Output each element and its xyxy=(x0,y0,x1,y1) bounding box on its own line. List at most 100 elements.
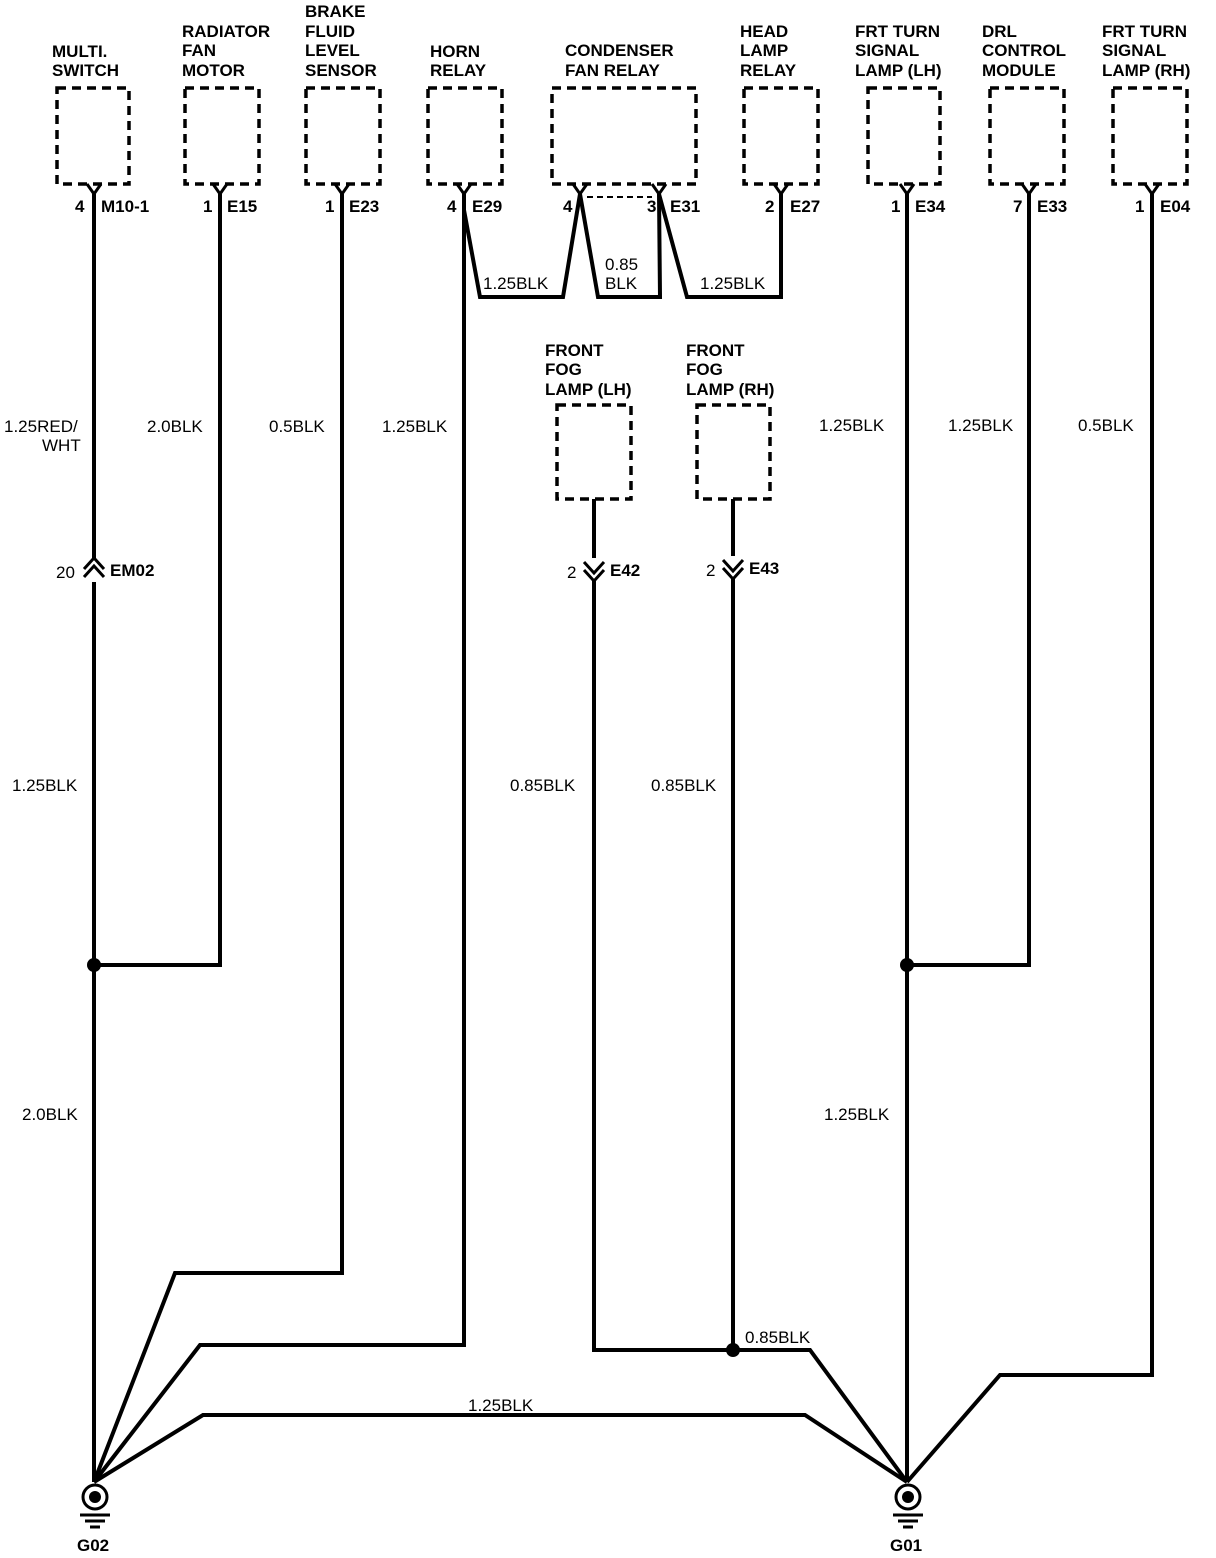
e43-pin: 2 xyxy=(706,561,715,580)
svg-text:4: 4 xyxy=(75,197,85,216)
svg-text:LAMP (LH): LAMP (LH) xyxy=(855,61,942,80)
wire-cross-ground xyxy=(92,1413,909,1484)
e43-label: E43 xyxy=(749,559,779,578)
wire-fog-join-to-g01 xyxy=(733,1348,909,1484)
svg-text:LAMP (RH): LAMP (RH) xyxy=(686,380,774,399)
svg-text:SENSOR: SENSOR xyxy=(305,61,377,80)
em02-pin: 20 xyxy=(56,563,75,582)
svg-text:SIGNAL: SIGNAL xyxy=(1102,41,1166,60)
svg-text:SWITCH: SWITCH xyxy=(52,61,119,80)
splice-left xyxy=(87,958,101,972)
wire-drl-module xyxy=(907,194,1031,967)
svg-text:M10-1: M10-1 xyxy=(101,197,149,216)
svg-text:FAN RELAY: FAN RELAY xyxy=(565,61,660,80)
svg-text:RADIATOR: RADIATOR xyxy=(182,22,270,41)
svg-text:0.85BLK: 0.85BLK xyxy=(510,776,576,795)
condenser-fan-relay-box xyxy=(550,86,698,186)
svg-text:MOTOR: MOTOR xyxy=(182,61,245,80)
radiator-fan-motor-box xyxy=(183,86,261,186)
svg-text:7: 7 xyxy=(1013,197,1022,216)
frt-turn-lh-header: FRT TURN SIGNAL LAMP (LH) xyxy=(855,22,942,80)
svg-text:0.85BLK: 0.85BLK xyxy=(745,1328,811,1347)
e42-label: E42 xyxy=(610,561,640,580)
frt-turn-rh-header: FRT TURN SIGNAL LAMP (RH) xyxy=(1102,22,1190,80)
wire-horn-relay xyxy=(92,194,466,1484)
brake-fluid-sensor-header: BRAKE FLUID LEVEL SENSOR xyxy=(305,2,377,80)
svg-text:HEAD: HEAD xyxy=(740,22,788,41)
wire-fog-lh-lower xyxy=(592,581,733,1352)
head-lamp-relay-header: HEAD LAMP RELAY xyxy=(740,22,797,80)
pin-labels: 4 M10-1 1 E15 1 E23 4 E29 4 3 E31 2 E27 … xyxy=(75,197,1191,216)
svg-text:FRT TURN: FRT TURN xyxy=(1102,22,1187,41)
wire-jumper-left xyxy=(462,193,582,299)
radiator-fan-motor-header: RADIATOR FAN MOTOR xyxy=(182,22,270,80)
wire-jumper-middle xyxy=(578,193,663,299)
wire-frt-turn-rh xyxy=(905,194,1154,1484)
wire-radiator-fan xyxy=(94,194,222,967)
ground-label-g01: G01 xyxy=(890,1536,922,1555)
svg-text:FRT TURN: FRT TURN xyxy=(855,22,940,41)
multi-switch-box xyxy=(55,86,131,186)
svg-text:E29: E29 xyxy=(472,197,502,216)
svg-text:FOG: FOG xyxy=(545,360,582,379)
svg-text:CONTROL: CONTROL xyxy=(982,41,1066,60)
svg-text:0.5BLK: 0.5BLK xyxy=(269,417,325,436)
front-fog-lh-box xyxy=(555,403,633,501)
svg-text:MODULE: MODULE xyxy=(982,61,1056,80)
svg-text:1.25BLK: 1.25BLK xyxy=(819,416,885,435)
front-fog-rh-header: FRONT FOG LAMP (RH) xyxy=(686,341,774,399)
svg-text:2.0BLK: 2.0BLK xyxy=(147,417,203,436)
svg-text:E27: E27 xyxy=(790,197,820,216)
condenser-fan-relay-header: CONDENSER FAN RELAY xyxy=(565,41,674,80)
svg-text:RELAY: RELAY xyxy=(740,61,797,80)
svg-text:1: 1 xyxy=(1135,197,1144,216)
svg-text:1: 1 xyxy=(203,197,212,216)
ground-icon-g01 xyxy=(893,1483,923,1529)
horn-relay-box xyxy=(426,86,504,186)
front-fog-rh-box xyxy=(695,403,772,501)
e42-connector-icon xyxy=(582,560,606,584)
svg-text:SIGNAL: SIGNAL xyxy=(855,41,919,60)
svg-text:LAMP: LAMP xyxy=(740,41,788,60)
svg-text:MULTI.: MULTI. xyxy=(52,42,107,61)
multi-switch-header: MULTI. SWITCH xyxy=(52,42,119,80)
em02-label: EM02 xyxy=(110,561,154,580)
svg-text:E33: E33 xyxy=(1037,197,1067,216)
svg-text:1.25BLK: 1.25BLK xyxy=(382,417,448,436)
svg-text:LAMP (LH): LAMP (LH) xyxy=(545,380,632,399)
wire-labels: 1.25RED/ WHT 2.0BLK 0.5BLK 1.25BLK 1.25B… xyxy=(4,255,1134,1415)
splice-fog xyxy=(726,1343,740,1357)
svg-text:1.25RED/: 1.25RED/ xyxy=(4,417,78,436)
e43-connector-icon xyxy=(721,558,745,582)
svg-text:LEVEL: LEVEL xyxy=(305,41,360,60)
svg-text:FRONT: FRONT xyxy=(686,341,745,360)
wire-brake-fluid xyxy=(92,194,344,1483)
ground-icon-g02 xyxy=(80,1483,110,1529)
svg-text:1.25BLK: 1.25BLK xyxy=(468,1396,534,1415)
svg-text:0.85BLK: 0.85BLK xyxy=(651,776,717,795)
em02-connector-icon xyxy=(82,555,106,579)
svg-text:CONDENSER: CONDENSER xyxy=(565,41,674,60)
svg-text:E23: E23 xyxy=(349,197,379,216)
svg-text:FAN: FAN xyxy=(182,41,216,60)
frt-turn-rh-box xyxy=(1111,86,1189,186)
svg-text:LAMP (RH): LAMP (RH) xyxy=(1102,61,1190,80)
horn-relay-header: HORN RELAY xyxy=(430,42,487,80)
svg-text:1.25BLK: 1.25BLK xyxy=(948,416,1014,435)
svg-text:1: 1 xyxy=(325,197,334,216)
ground-label-g02: G02 xyxy=(77,1536,109,1555)
svg-text:DRL: DRL xyxy=(982,22,1017,41)
frt-turn-lh-box xyxy=(866,86,942,186)
drl-control-module-header: DRL CONTROL MODULE xyxy=(982,22,1066,80)
svg-text:2.0BLK: 2.0BLK xyxy=(22,1105,78,1124)
splice-right xyxy=(900,958,914,972)
svg-text:1.25BLK: 1.25BLK xyxy=(12,776,78,795)
svg-text:0.5BLK: 0.5BLK xyxy=(1078,416,1134,435)
head-lamp-relay-box xyxy=(742,86,820,186)
svg-text:HORN: HORN xyxy=(430,42,480,61)
svg-text:E15: E15 xyxy=(227,197,257,216)
front-fog-lh-header: FRONT FOG LAMP (LH) xyxy=(545,341,632,399)
svg-text:0.85: 0.85 xyxy=(605,255,638,274)
svg-text:1.25BLK: 1.25BLK xyxy=(483,274,549,293)
